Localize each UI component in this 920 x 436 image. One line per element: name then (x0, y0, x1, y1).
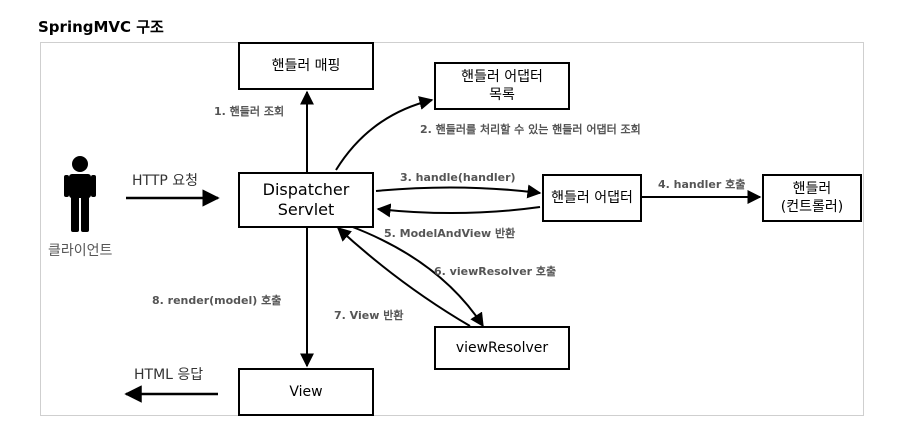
label-step5: 5. ModelAndView 반환 (384, 227, 516, 240)
dispatcher-servlet-box: Dispatcher Servlet (238, 172, 374, 228)
client-label: 클라이언트 (48, 243, 113, 259)
diagram-title: SpringMVC 구조 (38, 18, 164, 36)
dispatcher-servlet-label-2: Servlet (277, 200, 335, 219)
label-step7: 7. View 반환 (334, 309, 404, 322)
view-box: View (238, 368, 374, 416)
handler-mapping-box: 핸들러 매핑 (238, 42, 374, 90)
view-label: View (289, 384, 323, 400)
arrow-step5 (376, 203, 541, 218)
arrow-step3 (375, 184, 542, 199)
handler-label-2: (컨트롤러) (780, 199, 844, 215)
label-html-response: HTML 응답 (134, 367, 204, 383)
handler-mapping-label: 핸들러 매핑 (271, 58, 341, 74)
label-step6: 6. viewResolver 호출 (434, 265, 557, 278)
view-resolver-box: viewResolver (434, 326, 570, 370)
handler-adapter-list-label-1: 핸들러 어댑터 (461, 69, 543, 85)
arrow-step2 (335, 96, 434, 171)
view-resolver-label: viewResolver (455, 340, 549, 356)
handler-adapter-label: 핸들러 어댑터 (551, 190, 633, 206)
dispatcher-servlet-label-1: Dispatcher (262, 180, 350, 199)
label-step1: 1. 핸들러 조회 (214, 105, 285, 118)
label-step2: 2. 핸들러를 처리할 수 있는 핸들러 어댑터 조회 (420, 123, 641, 136)
arrow-step7 (336, 227, 471, 327)
label-http-request: HTTP 요청 (132, 173, 199, 189)
arrow-step6 (349, 225, 484, 328)
label-step8: 8. render(model) 호출 (152, 294, 282, 307)
handler-box: 핸들러 (컨트롤러) (762, 174, 862, 222)
handler-adapter-list-label-2: 목록 (489, 87, 515, 103)
handler-adapter-list-box: 핸들러 어댑터 목록 (434, 62, 570, 110)
handler-adapter-box: 핸들러 어댑터 (542, 174, 642, 222)
label-step4: 4. handler 호출 (658, 178, 746, 191)
handler-label-1: 핸들러 (792, 181, 832, 197)
client-person-icon (64, 156, 96, 232)
label-step3: 3. handle(handler) (400, 171, 516, 184)
